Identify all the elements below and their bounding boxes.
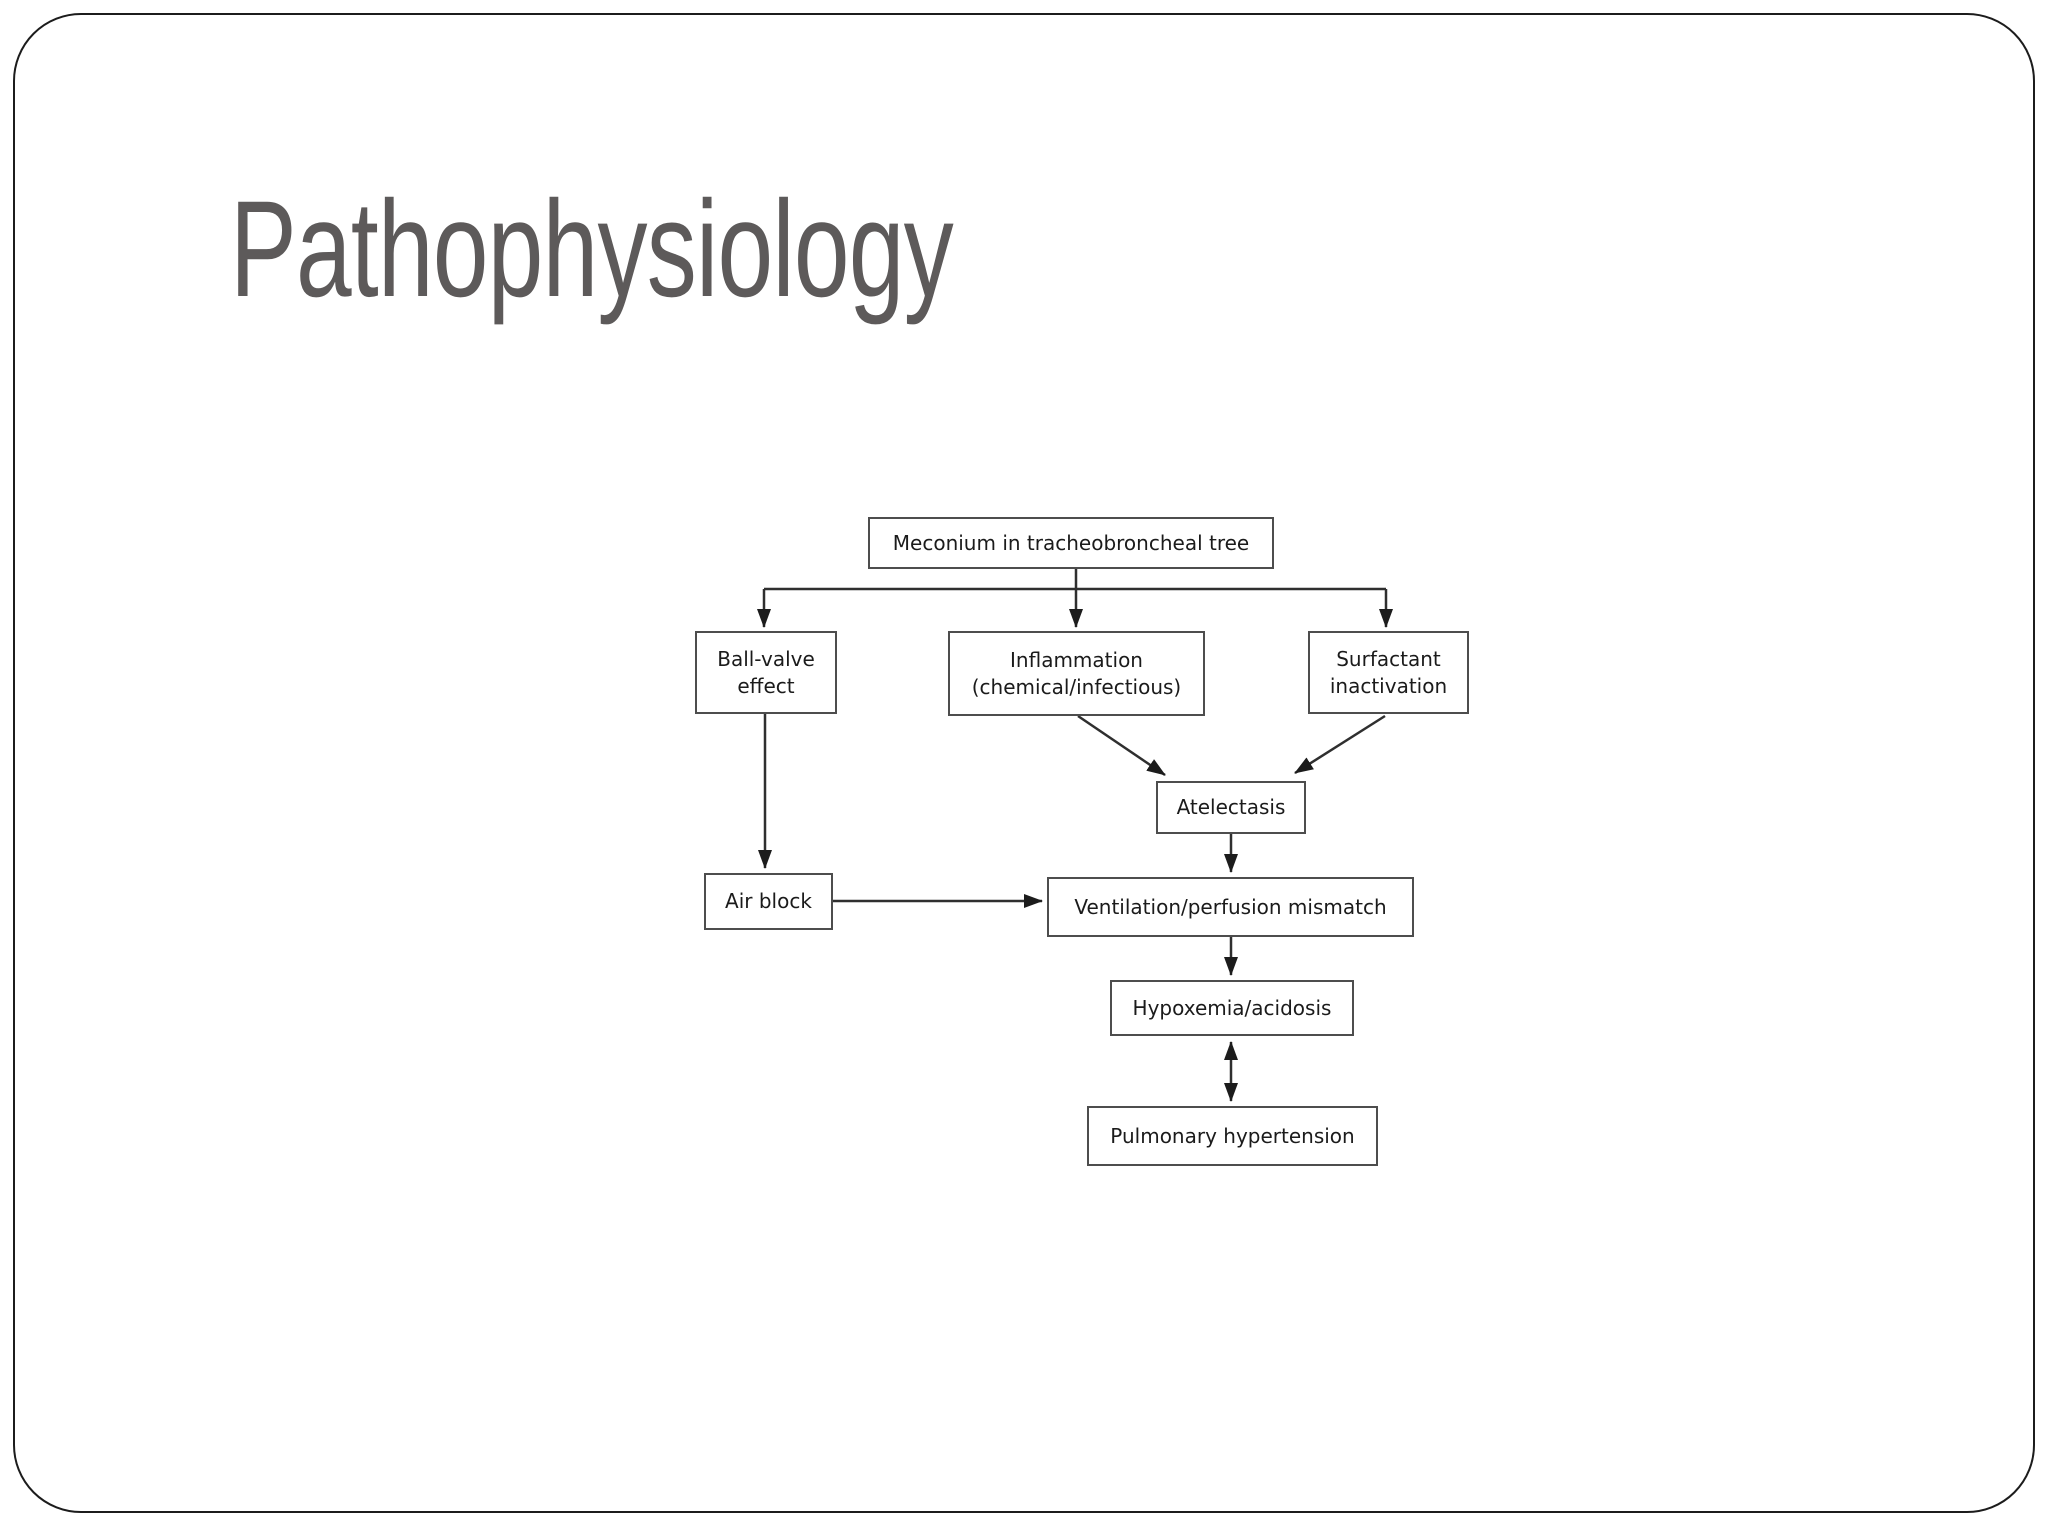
node-meconium: Meconium in tracheobroncheal tree [868,517,1274,569]
edge-surfactant-atelectasis [1294,714,1386,775]
slide-border [13,13,2035,1513]
node-ventilation-perfusion-mismatch: Ventilation/perfusion mismatch [1047,877,1414,937]
splitter-line [764,569,1386,591]
node-pulmonary-hypertension: Pulmonary hypertension [1087,1106,1378,1166]
node-surfactant-inactivation: Surfactant inactivation [1308,631,1469,714]
node-air-block: Air block [704,873,833,930]
slide-title: Pathophysiology [230,173,954,326]
node-ball-valve-effect: Ball-valve effect [695,631,837,714]
node-hypoxemia-acidosis: Hypoxemia/acidosis [1110,980,1354,1036]
edge-inflammation-atelectasis [1077,714,1166,777]
node-inflammation: Inflammation (chemical/infectious) [948,631,1205,716]
node-atelectasis: Atelectasis [1156,781,1306,834]
